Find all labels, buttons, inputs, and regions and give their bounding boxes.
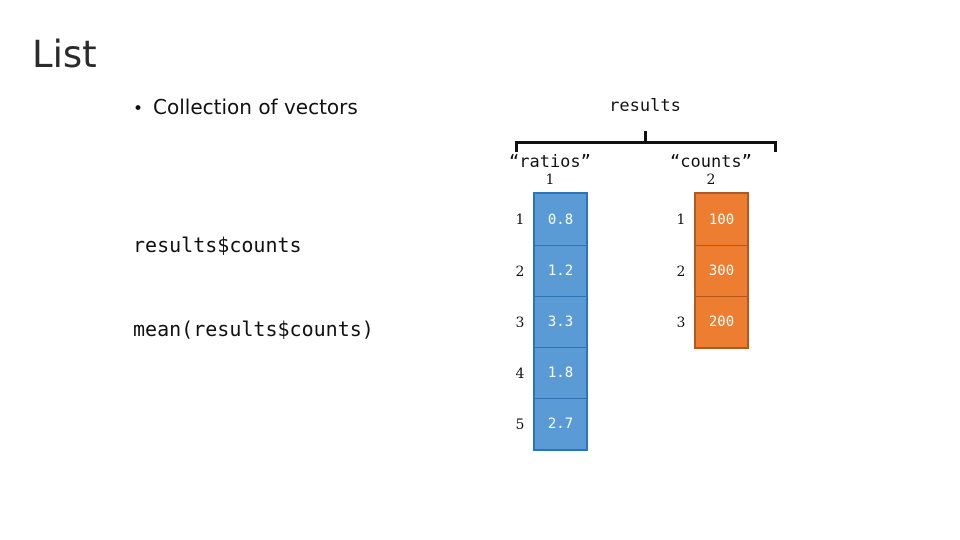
cell-value: 200 — [708, 314, 735, 330]
row-index-label: 5 — [515, 416, 525, 433]
bullet-item-label: Collection of vectors — [153, 95, 358, 119]
cell-value: 100 — [708, 211, 735, 228]
column-body: 1 0.8 2 1.2 3 3.3 4 1.8 — [509, 192, 591, 451]
diagram-root-label: results — [609, 96, 681, 116]
list-column-ratios: “ratios” 1 1 0.8 2 1.2 3 3.3 — [509, 152, 591, 451]
cell-value: 0.8 — [547, 211, 574, 228]
cell-value: 300 — [708, 263, 735, 279]
bullet-item: • Collection of vectors — [133, 93, 358, 121]
row-index-label: 3 — [515, 314, 525, 331]
column-index-label: 1 — [545, 172, 555, 188]
cell-value: 1.8 — [547, 365, 574, 381]
cell-value: 1.2 — [547, 263, 574, 279]
code-line-2: mean(results$counts) — [133, 317, 374, 341]
code-block: results$counts mean(results$counts) — [133, 175, 374, 399]
bracket-tick-right — [774, 141, 777, 152]
vector-cell: 3 200 — [677, 296, 747, 347]
vector-cell: 4 1.8 — [516, 347, 586, 398]
column-index-label: 2 — [706, 172, 716, 188]
list-structure-diagram: results “ratios” 1 1 0.8 2 1.2 — [495, 90, 815, 470]
vector-cell: 2 300 — [677, 245, 747, 296]
cell-value: 2.7 — [547, 416, 574, 432]
vector-cells: 1 0.8 2 1.2 3 3.3 4 1.8 — [516, 192, 588, 451]
vector-cell: 1 0.8 — [516, 194, 586, 245]
bracket-bar — [515, 141, 777, 144]
row-index-label: 2 — [676, 263, 686, 280]
row-index-label: 1 — [676, 211, 686, 228]
vector-cells: 1 100 2 300 3 200 — [677, 192, 749, 349]
vector-cell: 2 1.2 — [516, 245, 586, 296]
column-name-label: “counts” — [670, 152, 752, 172]
bracket-tick-left — [515, 141, 518, 152]
bracket-stem — [644, 131, 647, 142]
row-index-label: 2 — [515, 263, 525, 280]
list-column-counts: “counts” 2 1 100 2 300 3 200 — [670, 152, 752, 349]
vector-cell: 5 2.7 — [516, 398, 586, 449]
page-title: List — [32, 33, 97, 76]
row-index-label: 4 — [515, 365, 525, 382]
vector-cell: 3 3.3 — [516, 296, 586, 347]
vector-cell: 1 100 — [677, 194, 747, 245]
column-name-label: “ratios” — [509, 152, 591, 172]
bullet-marker-icon: • — [133, 99, 144, 119]
cell-value: 3.3 — [547, 314, 574, 330]
row-index-label: 3 — [676, 314, 686, 331]
column-body: 1 100 2 300 3 200 — [670, 192, 752, 349]
code-line-1: results$counts — [133, 233, 302, 257]
grouping-bracket — [515, 131, 777, 152]
row-index-label: 1 — [515, 211, 525, 228]
